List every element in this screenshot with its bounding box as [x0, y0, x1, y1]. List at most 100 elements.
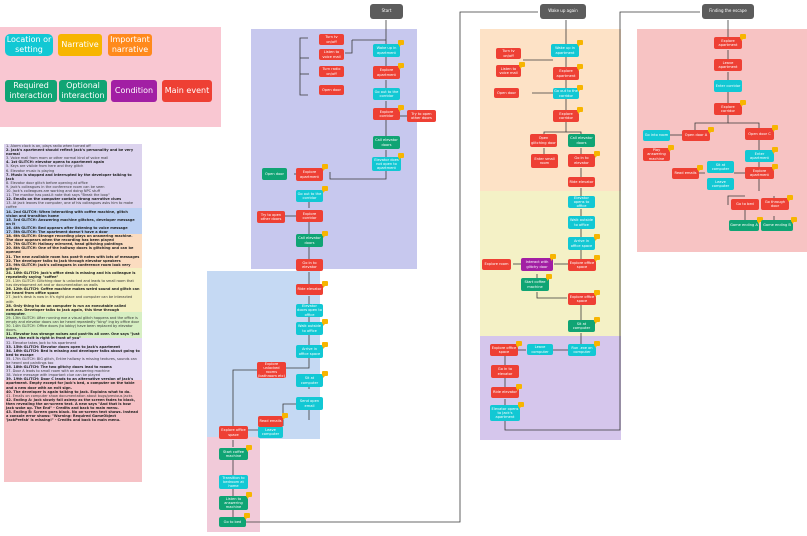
- node-interact-glitchy-door: Interact with glitchy door: [521, 258, 553, 271]
- node-listen-voice-mail-2: Listen to voice mail: [496, 65, 521, 77]
- list-item: 17. 5th GLITCH: The apartment doesn't ha…: [6, 229, 108, 234]
- list-item: 25. 11th GLITCH: Glitching door is unloc…: [6, 279, 134, 288]
- list-item: 3. Voice mail from mom or other normal k…: [6, 156, 109, 161]
- note-icon: [322, 342, 328, 349]
- note-icon: [791, 217, 797, 224]
- note-icon: [708, 127, 714, 134]
- list-item: 1. Alarm clock is on, plays radio when t…: [6, 144, 91, 148]
- note-icon: [594, 290, 600, 297]
- list-item: 9. Jack's colleagues in the conference r…: [6, 184, 105, 189]
- note-icon: [322, 231, 328, 238]
- list-item: 18. 6th GLITCH: Strange recording plays …: [6, 234, 133, 243]
- list-item: 26. 12th GLITCH: Coffee machine makes we…: [6, 287, 140, 296]
- list-item: 2. Jack's apartment should reflect Jack'…: [6, 148, 134, 157]
- node-try-other-doors-1: Try to open other doors: [407, 110, 436, 122]
- node-elevator-opens-office-2: Elevator opens to office: [568, 196, 595, 208]
- note-icon: [740, 34, 746, 41]
- note-icon: [398, 40, 404, 47]
- list-item: 12. Emails on the computer contain stron…: [6, 197, 122, 202]
- note-icon: [322, 281, 328, 288]
- node-explore-corridor-1: Explore corridor: [373, 108, 400, 120]
- node-ride-elevator-2: Ride elevator: [568, 177, 595, 187]
- list-item: 8. Elevator door glitch before opening a…: [6, 180, 88, 185]
- node-call-elevator-1: Call elevator doors: [373, 136, 400, 149]
- list-item: 22. The developer talks to Jack through …: [6, 258, 121, 263]
- node-explore-office-4: Explore office space: [490, 344, 518, 356]
- node-go-into-room: Go into room: [643, 130, 670, 141]
- list-item: 31. Elevator has strange noises and post…: [6, 332, 140, 341]
- node-turn-tv: Turn tv on/off: [319, 34, 344, 45]
- list-item: 43. Ending B: Screen goes black. No on-s…: [6, 410, 138, 423]
- node-read-emails-2: Read emails: [672, 168, 699, 179]
- node-elevator-opens-apartment: Elevator opens to Jack's apartment: [490, 405, 520, 421]
- note-icon: [577, 85, 583, 92]
- node-leave-apartment: Leave apartment: [714, 59, 742, 71]
- note-icon: [594, 255, 600, 262]
- node-listen-voice-mail: Listen to voice mail: [319, 49, 344, 60]
- list-band-blue: [4, 208, 142, 234]
- note-icon: [244, 513, 250, 520]
- node-leave-computer-1: Leave computer: [258, 426, 283, 438]
- legend-condition: Condition: [111, 80, 157, 102]
- note-icon: [398, 105, 404, 112]
- list-item: 41. Emails on computer show documentatio…: [6, 393, 133, 398]
- node-read-emails-1: Read emails: [258, 416, 283, 427]
- stage-finding-escape: Finding the escape: [702, 4, 754, 19]
- note-icon: [757, 217, 763, 224]
- node-open-door-1: Open door: [319, 85, 344, 95]
- note-icon: [516, 384, 522, 391]
- node-elevator-not-open: Elevator does not open to apartment: [372, 157, 401, 171]
- node-go-in-elevator-1: Go in to elevator: [296, 259, 323, 271]
- node-explore-office-1: Explore office space: [219, 426, 248, 439]
- stage-start: Start: [370, 4, 403, 19]
- note-icon: [246, 445, 252, 452]
- list-band-yellow: [4, 268, 142, 312]
- list-band-green: [4, 312, 142, 338]
- legend-optional-interaction: Optional interaction: [59, 80, 107, 102]
- node-go-in-elevator-2: Go in to elevator: [568, 154, 595, 167]
- node-wake-in-apartment-2: Wake up in apartment: [551, 44, 579, 57]
- node-sit-computer-2: Sit at computer: [568, 320, 595, 332]
- node-leave-computer-2: Leave computer: [527, 344, 553, 355]
- list-item: 23. 9th GLITCH: Jack's colleagues in con…: [6, 262, 131, 271]
- node-turn-tv-2: Turn tv on/off: [496, 48, 521, 59]
- note-icon: [322, 164, 328, 171]
- node-play-answering-machine: Play answering machine: [643, 148, 670, 161]
- list-item: 37. Door A leads to small room with an a…: [6, 369, 110, 374]
- note-icon: [668, 145, 674, 152]
- node-enter-corridor: Enter corridor: [714, 80, 742, 92]
- node-go-out-corridor-3: Go out to the corridor: [553, 88, 579, 99]
- node-explore-office-2: Explore office space: [568, 259, 596, 271]
- list-item: 40. The developer is again talking to Ja…: [6, 389, 131, 394]
- node-start-coffee-2: Start coffee machine: [521, 278, 549, 291]
- list-item: 32. Elevator takes Jack to his apartment: [6, 340, 77, 345]
- list-band-pink: [4, 380, 142, 482]
- note-icon: [322, 186, 328, 193]
- node-start-coffee-1: Start coffee machine: [219, 448, 248, 460]
- note-icon: [282, 413, 288, 420]
- node-call-elevator-2: Call elevator doors: [296, 234, 323, 247]
- node-explore-apartment-4: Explore apartment: [714, 37, 742, 49]
- list-band-orange: [4, 234, 142, 268]
- node-walk-outside-office-1: Walk outside to office: [296, 322, 323, 335]
- note-icon: [577, 107, 583, 114]
- note-icon: [322, 371, 328, 378]
- node-call-elevator-3: Call elevator doors: [568, 134, 595, 147]
- node-sit-computer-1: Sit at computer: [296, 374, 323, 387]
- list-item: 5. Keys are visible from here and they g…: [6, 164, 84, 169]
- list-item: 29. 13th GLITCH: After running exe a vis…: [6, 315, 140, 325]
- list-item: 19. 7th GLITCH: Hallway mirrored, head g…: [6, 242, 123, 247]
- node-game-ending-b: Game ending B: [761, 220, 793, 231]
- list-item: 36. 18th GLITCH: The two glitchy doors l…: [6, 365, 112, 370]
- note-icon: [772, 147, 778, 154]
- note-icon: [322, 319, 328, 326]
- node-explore-office-3: Explore office space: [568, 293, 596, 305]
- list-item: 6. Elevator music is playing: [6, 168, 55, 173]
- node-open-glitching-door: Open glitching door: [530, 134, 557, 147]
- node-send-open-email: Send open email: [296, 397, 323, 410]
- note-icon: [519, 62, 525, 69]
- node-open-door-2: Open door: [262, 168, 287, 180]
- list-item: 34. 16th GLITCH: Bed is missing and deve…: [6, 348, 140, 357]
- note-icon: [787, 195, 793, 202]
